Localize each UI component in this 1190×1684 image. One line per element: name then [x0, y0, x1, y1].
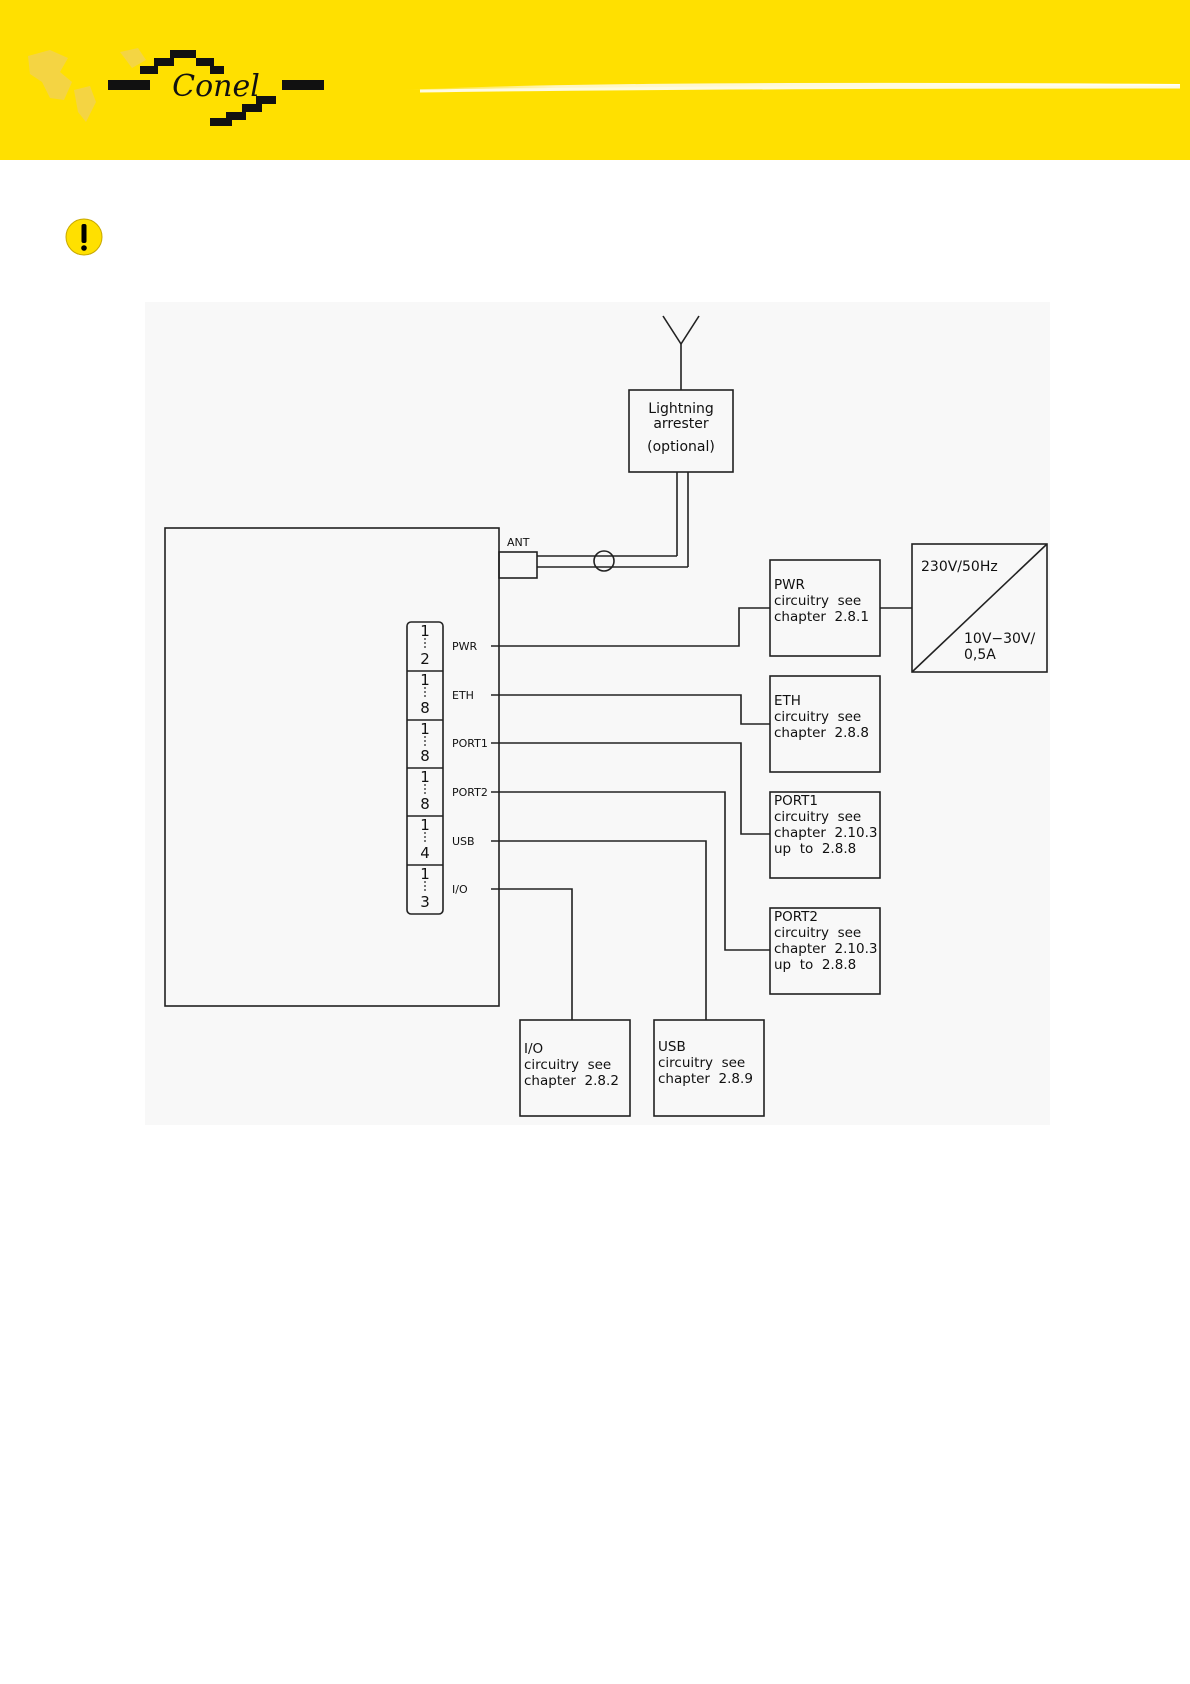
- power-supply-box: [911, 543, 1048, 673]
- port1-circuit-box: [769, 791, 881, 879]
- pwr-box-line-3: chapter 2.8.1: [774, 609, 869, 625]
- arrester-label-2: arrester: [653, 416, 709, 432]
- port2-box-line-2: circuitry see: [774, 925, 861, 941]
- pwr-label: PWR: [452, 640, 478, 653]
- antenna-symbol: [662, 315, 700, 390]
- pwr-box-line-2: circuitry see: [774, 593, 861, 609]
- lightning-arrester-box: [628, 389, 734, 473]
- port2-circuit-box: [769, 907, 881, 995]
- port1-label: PORT1: [452, 737, 488, 750]
- io-wire: [491, 888, 573, 1020]
- eth-box-line-1: ETH: [774, 693, 801, 709]
- router-body: [164, 527, 500, 1007]
- usb-circuit-box: [653, 1019, 765, 1117]
- port1-box-line-1: PORT1: [774, 793, 818, 809]
- header-band: [0, 0, 1190, 160]
- header-stripe: [400, 82, 1180, 93]
- usb-pin-top: 1: [420, 816, 430, 834]
- usb-box-line-3: chapter 2.8.9: [658, 1071, 753, 1087]
- coax-cable: [537, 472, 689, 572]
- pwr-pin-bottom: 2: [420, 650, 430, 668]
- pin-column: [406, 621, 444, 915]
- pwr-pin-top: 1: [420, 622, 430, 640]
- port2-box-line-3: chapter 2.10.3: [774, 941, 878, 957]
- io-box-line-2: circuitry see: [524, 1057, 611, 1073]
- eth-box-line-3: chapter 2.8.8: [774, 725, 869, 741]
- logo-right-dash: [282, 80, 324, 90]
- port1-box-line-2: circuitry see: [774, 809, 861, 825]
- diagram-area: [145, 302, 1050, 1125]
- port2-pin-bottom: 8: [420, 795, 430, 813]
- port1-pin-top: 1: [420, 720, 430, 738]
- port1-pin-bottom: 8: [420, 747, 430, 765]
- eth-pin-bottom: 8: [420, 699, 430, 717]
- eth-pin-top: 1: [420, 671, 430, 689]
- supply-output-label-2: 0,5A: [964, 647, 996, 663]
- port2-label: PORT2: [452, 786, 488, 799]
- exclamation-icon: [65, 218, 103, 256]
- port2-pin-top: 1: [420, 768, 430, 786]
- logo-steps: [140, 50, 276, 126]
- eth-box-line-2: circuitry see: [774, 709, 861, 725]
- ant-label: ANT: [507, 536, 530, 549]
- port2-box-line-4: up to 2.8.8: [774, 957, 856, 973]
- supply-output-label-1: 10V−30V/: [964, 631, 1036, 647]
- pwr-circuit-box: [769, 559, 881, 657]
- arrester-label-1: Lightning: [648, 401, 713, 417]
- power-supply-diagonal: [911, 543, 1048, 673]
- logo-wordmark: Conel: [172, 69, 260, 104]
- eth-label: ETH: [452, 689, 474, 702]
- port2-box-line-1: PORT2: [774, 909, 818, 925]
- io-circuit-box: [519, 1019, 631, 1117]
- io-box-line-3: chapter 2.8.2: [524, 1073, 619, 1089]
- router-connection-diagram: Lightning arrester (optional) ANT PWR ET…: [164, 315, 1048, 1117]
- pwr-wire: [491, 607, 770, 647]
- usb-box-line-1: USB: [658, 1039, 686, 1055]
- eth-wire: [491, 694, 770, 725]
- conel-logo: Conel: [28, 48, 324, 126]
- eth-circuit-box: [769, 675, 881, 773]
- supply-input-label: 230V/50Hz: [921, 559, 998, 575]
- pwr-box-line-1: PWR: [774, 577, 805, 593]
- ant-connector: [498, 551, 538, 579]
- arrester-label-3: (optional): [647, 439, 715, 455]
- io-pin-top: 1: [420, 865, 430, 883]
- io-box-line-1: I/O: [524, 1041, 543, 1057]
- port2-wire: [491, 791, 770, 951]
- logo-left-dash: [108, 80, 150, 90]
- port1-box-line-3: chapter 2.10.3: [774, 825, 878, 841]
- port1-box-line-4: up to 2.8.8: [774, 841, 856, 857]
- io-label: I/O: [452, 883, 468, 896]
- port1-wire: [491, 742, 770, 835]
- usb-pin-bottom: 4: [420, 844, 430, 862]
- io-pin-bottom: 3: [420, 893, 430, 911]
- usb-box-line-2: circuitry see: [658, 1055, 745, 1071]
- world-map-graphic: [28, 48, 146, 122]
- usb-wire: [491, 840, 707, 1020]
- usb-label: USB: [452, 835, 475, 848]
